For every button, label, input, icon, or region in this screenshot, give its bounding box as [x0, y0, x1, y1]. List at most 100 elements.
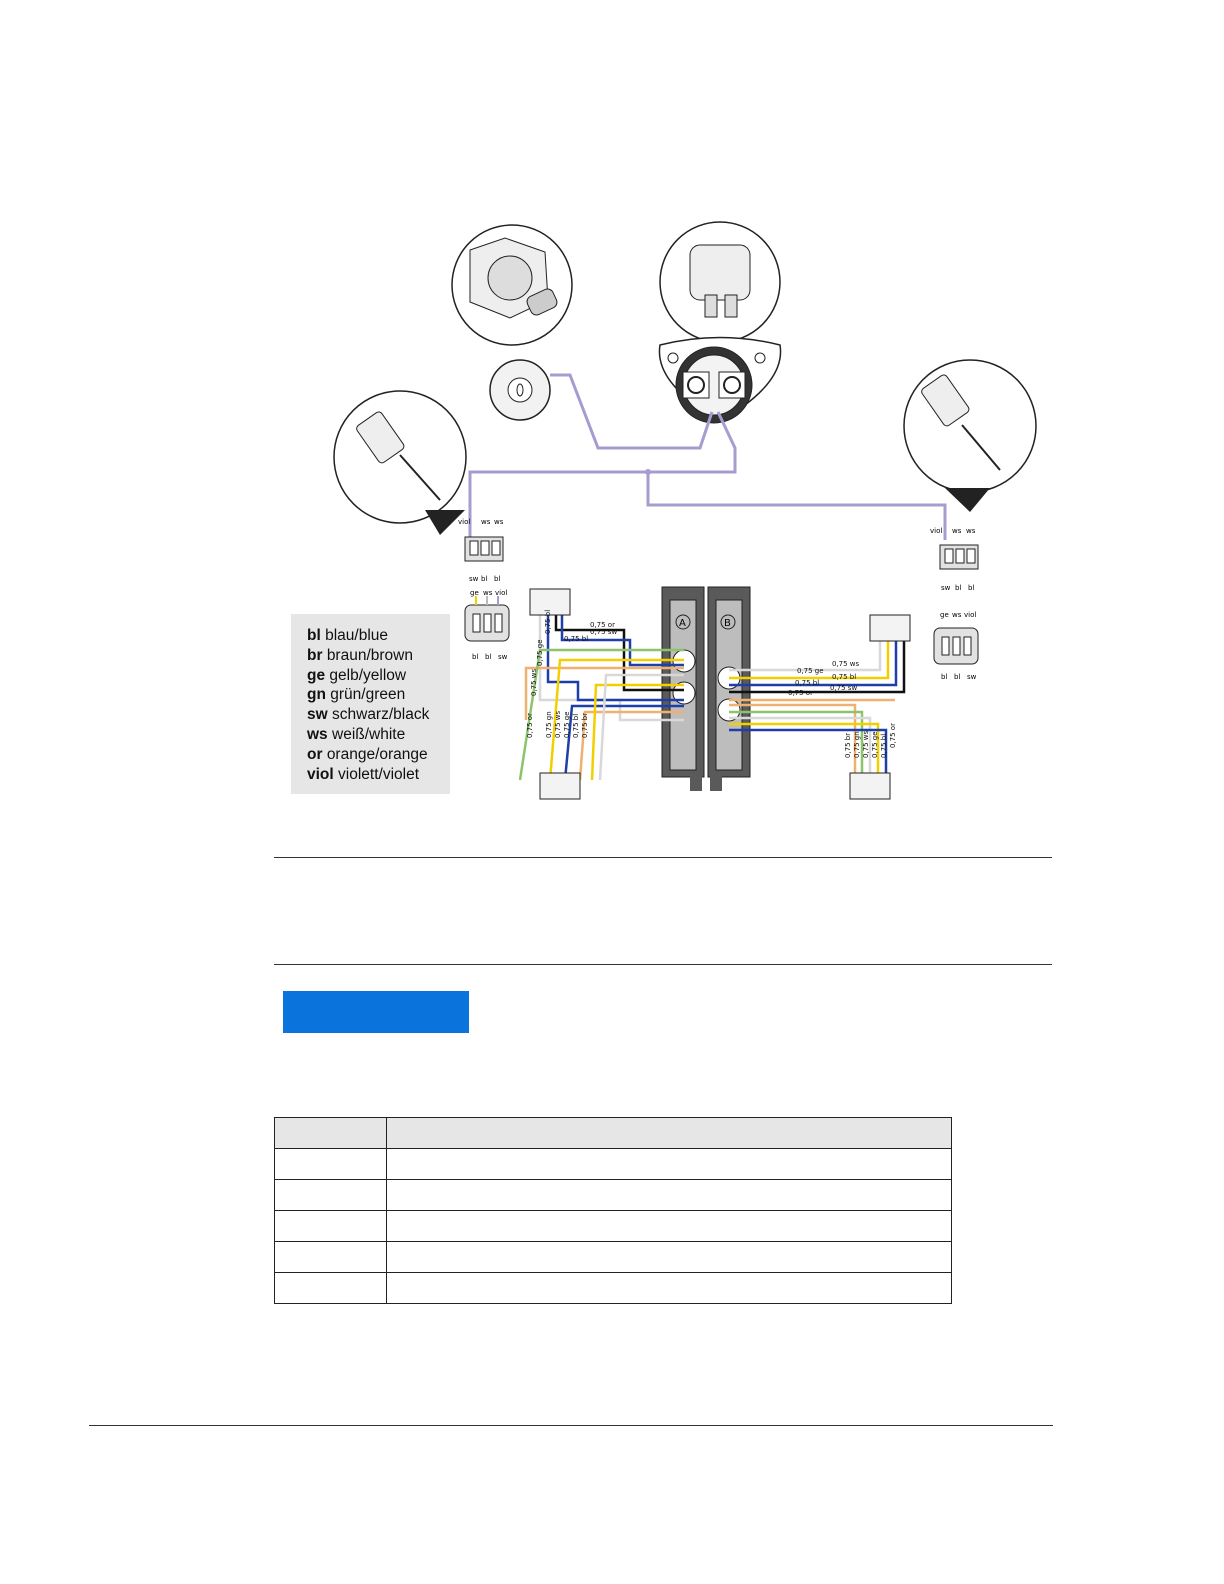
left-top-bottom-label-2: bl: [481, 575, 487, 583]
left-top-label-2: ws: [481, 518, 491, 526]
left-top-bottom-label-3: bl: [494, 575, 500, 583]
divider-top: [274, 857, 1052, 858]
legend-row-br: br braun/brown: [307, 646, 413, 664]
legend-row-sw: sw schwarz/black: [307, 706, 430, 724]
panel-a-wires: [518, 615, 684, 781]
right-plug-illustration: [903, 359, 1037, 512]
panel-b-wires: [729, 640, 906, 775]
wire-label-b-bottom-2: 0,75 gn: [853, 731, 861, 758]
wire-label-b-bottom-3: 0,75 ws: [862, 730, 870, 758]
left-top-label-1: viol: [458, 518, 470, 526]
right-top-bottom-label-1: sw: [941, 584, 951, 592]
battery-switch-front: [658, 336, 782, 424]
wire-label-a-bottom-2: 0,75 gn: [545, 711, 553, 738]
table-cell: [274, 1272, 387, 1304]
divider-footer: [89, 1425, 1053, 1426]
wire-label-b-4: 0,75 bl: [795, 679, 819, 687]
left-top-label-3: ws: [494, 518, 504, 526]
wire-label-b-6: 0,75 sw: [830, 684, 857, 692]
left-top-connector: viol ws ws sw bl bl: [458, 518, 504, 583]
divider-middle: [274, 964, 1052, 965]
legend-row-ge: ge gelb/yellow: [307, 666, 407, 684]
right-bottom-label-2: ws: [952, 611, 962, 619]
legend-row-gn: gn grün/green: [307, 686, 406, 704]
table-row: [274, 1210, 952, 1242]
wire-label-a-1: 0,75 or: [590, 621, 615, 629]
left-bottom-connector: ge ws viol bl bl sw: [464, 589, 510, 661]
key-switch-rotary: [489, 359, 551, 421]
info-table: [274, 1117, 952, 1304]
right-bottom-bottom-label-1: bl: [941, 673, 947, 681]
left-top-bottom-label-1: sw: [469, 575, 479, 583]
right-bottom-connector: ge ws viol bl bl sw: [933, 611, 979, 681]
ignition-lock-illustration: [451, 224, 573, 346]
table-row: [274, 1179, 952, 1211]
wire-label-a-4: 0,75 bl: [544, 610, 552, 634]
panel-a-label: A: [679, 618, 686, 629]
left-bottom-bottom-label-3: sw: [498, 653, 508, 661]
wire-label-a-bottom-1: 0,75 or: [526, 713, 534, 738]
section-tab: [283, 991, 469, 1033]
color-legend: bl blau/blue br braun/brown ge gelb/yell…: [291, 614, 450, 794]
terminal-block-a-top: [529, 588, 571, 616]
wire-label-a-bottom-4: 0,75 ge: [563, 711, 571, 738]
legend-row-bl: bl blau/blue: [307, 627, 389, 644]
legend-row-viol: viol violett/violet: [307, 765, 419, 783]
wire-label-a-bottom-3: 0,75 ws: [554, 710, 562, 738]
wire-label-b-1: 0,75 ws: [832, 660, 860, 668]
wire-label-b-3: 0,75 bl: [832, 673, 856, 681]
legend-row-ws: ws weiß/white: [307, 725, 406, 743]
right-top-connector: viol ws ws sw bl bl: [930, 527, 979, 592]
left-bottom-bottom-label-1: bl: [472, 653, 478, 661]
left-bottom-label-3: viol: [495, 589, 507, 597]
table-cell: [386, 1179, 952, 1211]
wire-label-a-6: 0,75 ws: [530, 668, 538, 696]
wire-label-a-3: 0,75 bl: [564, 635, 588, 643]
wire-label-b-bottom-5: 0,75 bl: [880, 734, 888, 758]
wire-label-b-bottom-1: 0,75 br: [844, 733, 852, 758]
table-header-row: [274, 1117, 952, 1149]
left-plug-illustration: [333, 390, 467, 535]
table-cell: [386, 1210, 952, 1242]
right-bottom-bottom-label-2: bl: [954, 673, 960, 681]
terminal-block-a-bottom: [539, 772, 581, 800]
right-top-label-1: viol: [930, 527, 942, 535]
legend-row-or: or orange/orange: [307, 745, 428, 763]
wire-label-a-bottom-6: 0,75 br: [581, 713, 589, 738]
terminal-block-b-top: [869, 614, 911, 642]
right-top-label-3: ws: [966, 527, 976, 535]
right-bottom-bottom-label-3: sw: [967, 673, 977, 681]
table-row: [274, 1272, 952, 1304]
table-cell: [274, 1210, 387, 1242]
table-row: [274, 1148, 952, 1180]
wire-label-b-5: 0,75 or: [788, 689, 813, 697]
right-top-bottom-label-3: bl: [968, 584, 974, 592]
table-row: [274, 1241, 952, 1273]
wire-label-a-2: 0,75 sw: [590, 628, 617, 636]
right-top-label-2: ws: [952, 527, 962, 535]
table-cell: [386, 1272, 952, 1304]
wire-label-a-bottom-5: 0,75 bl: [572, 714, 580, 738]
wire-label-b-2: 0,75 ge: [797, 667, 824, 675]
right-bottom-label-3: viol: [964, 611, 976, 619]
table-cell: [386, 1241, 952, 1273]
left-bottom-label-1: ge: [470, 589, 479, 597]
violet-wires: [468, 373, 947, 540]
right-top-bottom-label-2: bl: [955, 584, 961, 592]
panel-b-label: B: [724, 618, 731, 629]
wire-label-b-bottom-6: 0,75 or: [889, 723, 897, 748]
table-cell: [274, 1241, 387, 1273]
wiring-diagram: viol ws ws sw bl bl ge ws viol bl bl sw …: [333, 221, 1037, 800]
left-bottom-label-2: ws: [483, 589, 493, 597]
table-cell: [386, 1148, 952, 1180]
table-cell: [274, 1179, 387, 1211]
battery-switch-illustration: [659, 221, 781, 343]
terminal-block-b-bottom: [849, 772, 891, 800]
table-cell: [274, 1148, 387, 1180]
panel-b: B: [707, 586, 751, 791]
left-bottom-bottom-label-2: bl: [485, 653, 491, 661]
table-header-cell: [274, 1117, 387, 1149]
wire-label-b-bottom-4: 0,75 ge: [871, 731, 879, 758]
wire-label-a-5: 0,75 ge: [536, 639, 544, 666]
table-header-cell: [386, 1117, 952, 1149]
